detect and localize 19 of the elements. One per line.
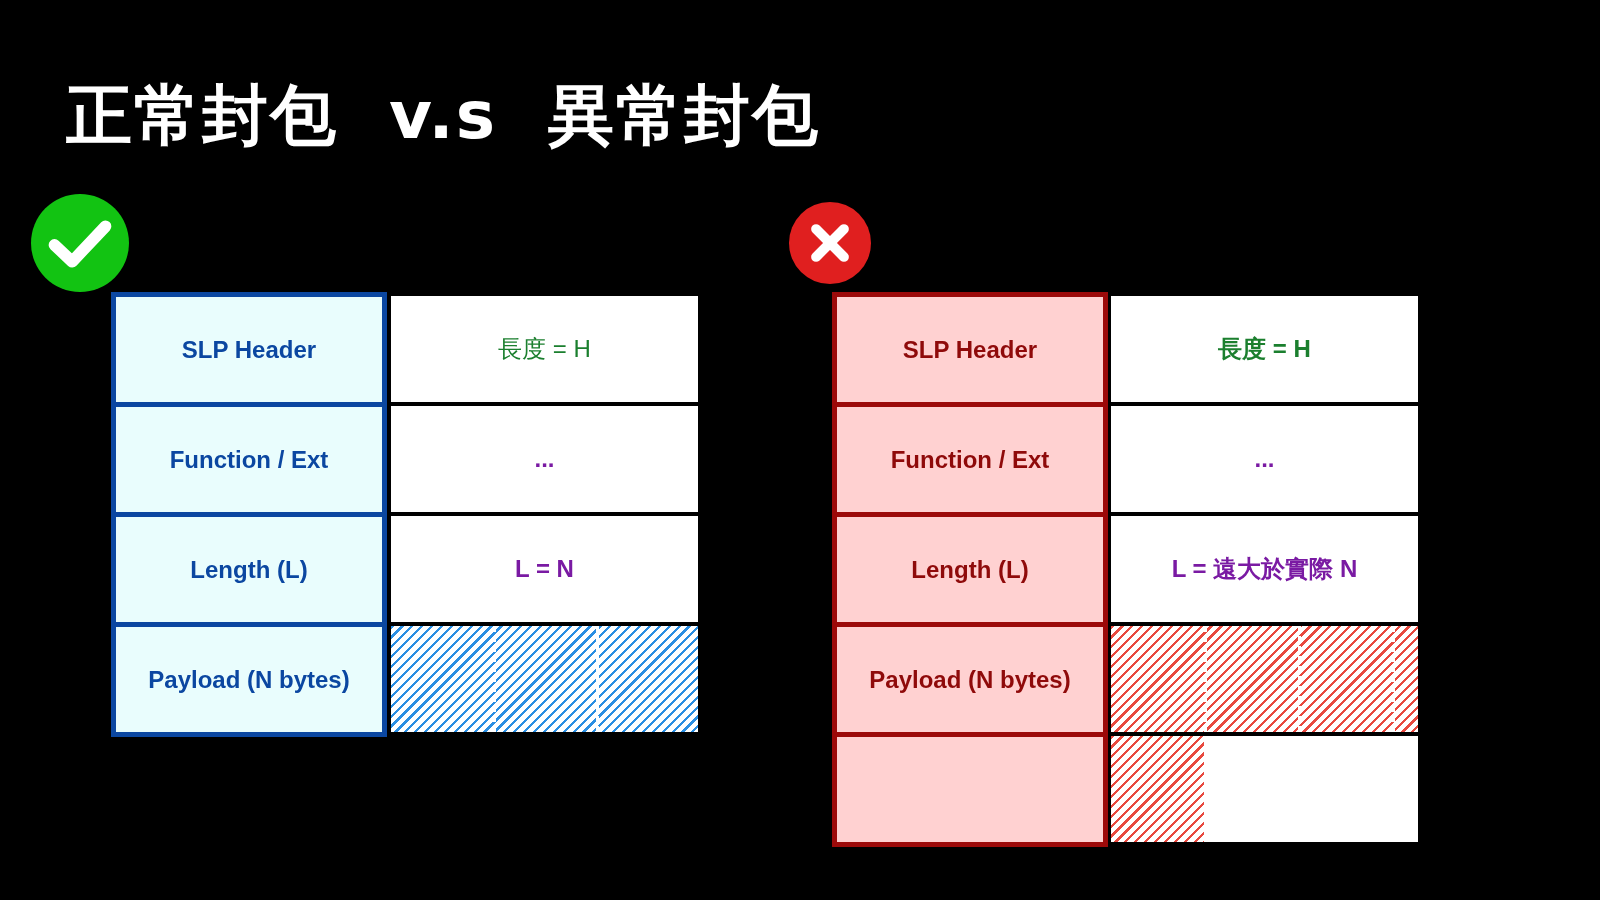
value-cell: ...	[1111, 406, 1418, 512]
field-name-cell: Payload (N bytes)	[111, 622, 387, 737]
field-name-cell: Function / Ext	[111, 402, 387, 512]
value-cell: ...	[391, 406, 698, 512]
field-name-cell: Length (L)	[832, 512, 1108, 622]
empty-cell	[832, 732, 1108, 847]
field-name-cell: Function / Ext	[832, 402, 1108, 512]
hatched-cell	[391, 626, 698, 732]
partly-hatched-cell	[1111, 736, 1418, 842]
value-cell: 長度 = H	[391, 296, 698, 402]
title: 正常封包 v.s 異常封包	[66, 76, 820, 156]
field-name-cell: SLP Header	[111, 292, 387, 402]
hatched-cell	[1111, 626, 1418, 732]
field-name-cell: SLP Header	[832, 292, 1108, 402]
field-name-cell: Length (L)	[111, 512, 387, 622]
value-cell: L = 遠大於實際 N	[1111, 516, 1418, 622]
field-name-cell: Payload (N bytes)	[832, 622, 1108, 732]
value-cell: L = N	[391, 516, 698, 622]
value-cell: 長度 = H	[1111, 296, 1418, 402]
